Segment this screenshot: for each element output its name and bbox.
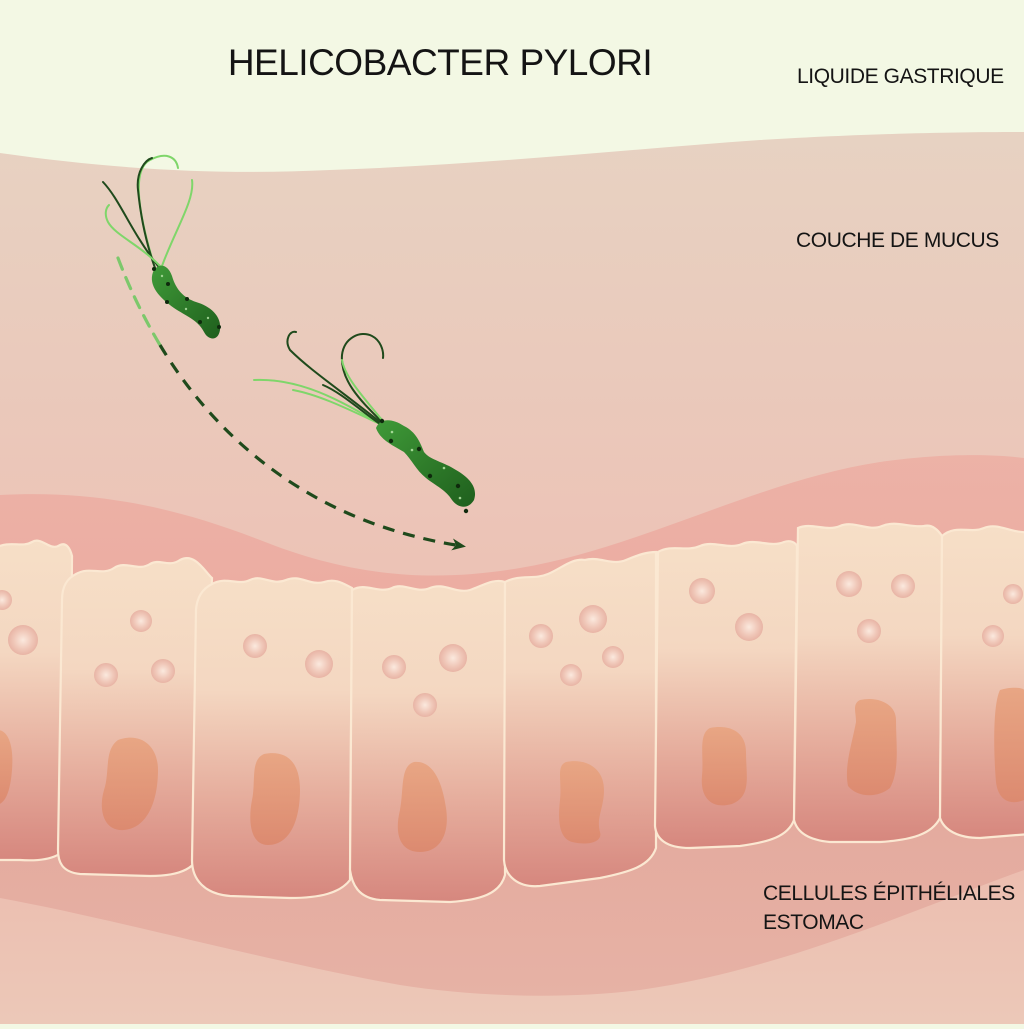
epithelial-cell (348, 579, 507, 904)
lower-tissue-fold (0, 870, 1024, 1024)
label-gastric-fluid: LIQUIDE GASTRIQUE (797, 65, 1004, 88)
nucleus (559, 761, 604, 844)
nucleus (101, 737, 158, 831)
label-epithelial-cells-line2: ESTOMAC (763, 911, 864, 934)
granule (836, 571, 862, 597)
granule (413, 693, 437, 717)
granule (151, 659, 175, 683)
label-epithelial-cells: CELLULES ÉPITHÉLIALES ESTOMAC (763, 879, 1015, 937)
granule (8, 625, 38, 655)
granule (130, 610, 152, 632)
granule (891, 574, 915, 598)
nucleus (0, 730, 13, 804)
epithelial-cell (653, 540, 799, 850)
granule (735, 613, 763, 641)
granule (439, 644, 467, 672)
granules-group (0, 571, 1023, 717)
granule (579, 605, 607, 633)
label-mucus-layer: COUCHE DE MUCUS (796, 229, 999, 252)
label-epithelial-cells-line1: CELLULES ÉPITHÉLIALES (763, 882, 1015, 905)
granule (94, 663, 118, 687)
nucleus (846, 698, 897, 796)
bacterium-icon (102, 154, 221, 339)
granule (305, 650, 333, 678)
granule (982, 625, 1004, 647)
nuclei-group (0, 687, 1024, 852)
granule (560, 664, 582, 686)
diagram-title: HELICOBACTER PYLORI (227, 42, 653, 83)
granule (0, 590, 12, 610)
migration-path-upper-icon (116, 256, 162, 347)
epithelial-cell-row (0, 522, 1024, 904)
nucleus (397, 761, 447, 852)
epithelial-cell (56, 557, 214, 878)
granule (602, 646, 624, 668)
nucleus (994, 687, 1024, 803)
epithelial-cell (792, 522, 944, 844)
granule (529, 624, 553, 648)
bacterium-icon (253, 330, 476, 514)
nucleus (701, 727, 747, 806)
nucleus (250, 753, 300, 845)
migration-path-arrow-icon (158, 344, 466, 551)
granule (689, 578, 715, 604)
granule (243, 634, 267, 658)
granule (1003, 584, 1023, 604)
epithelial-cell (190, 577, 354, 900)
granule (382, 655, 406, 679)
granule (857, 619, 881, 643)
epithelial-cell (0, 539, 74, 862)
